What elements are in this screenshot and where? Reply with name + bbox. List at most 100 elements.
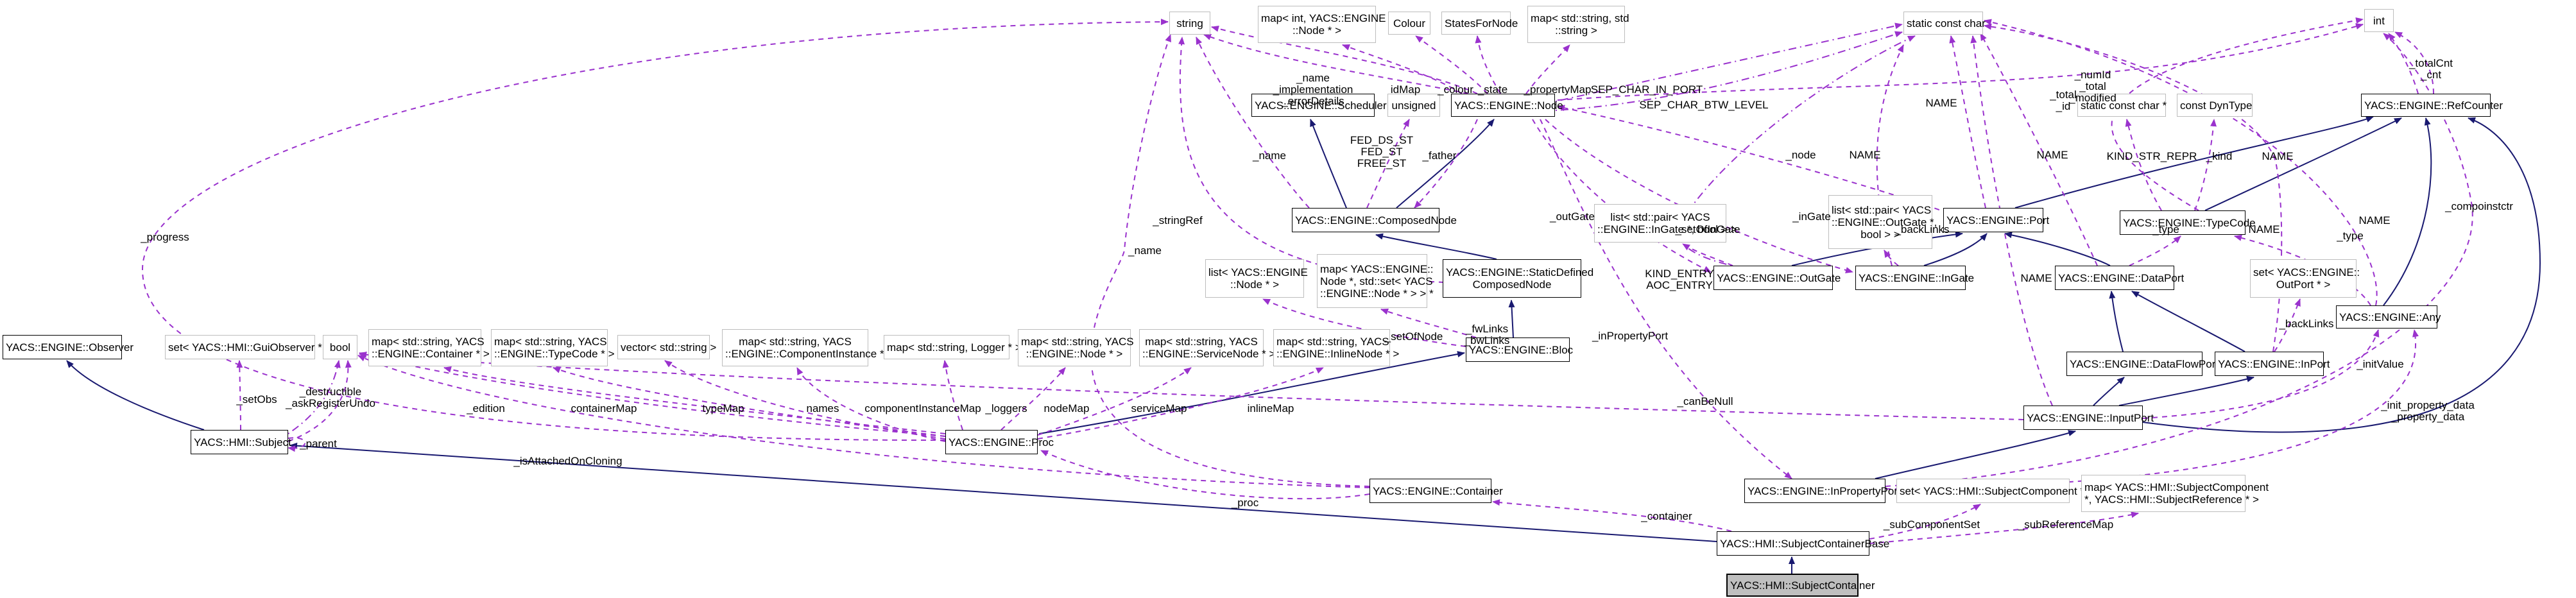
class-box-label: const DynType (2180, 99, 2253, 112)
class-box-label: map< std::string, YACS (1145, 336, 1258, 348)
class-box-observer[interactable]: YACS::ENGINE::Observer (3, 335, 133, 359)
class-box-map-container: map< std::string, YACS::ENGINE::Containe… (368, 329, 490, 366)
class-box-set-subjcomp: set< YACS::HMI::SubjectComponent * > (1896, 479, 2094, 503)
class-box-out-gate[interactable]: YACS::ENGINE::OutGate (1713, 266, 1841, 290)
class-box-label: bool (329, 341, 351, 354)
edge-usage-30 (1414, 119, 1478, 209)
edge-label-NAME: NAME (1925, 97, 1957, 109)
edge-label-_kind: _kind (2206, 150, 2233, 162)
class-box-label: map< YACS::HMI::SubjectComponent (2084, 481, 2269, 493)
edge-label-_fwLinks-_bwLinks: _fwLinks_bwLinks (1464, 323, 1510, 346)
class-box-label: YACS::HMI::Subject (194, 436, 291, 448)
edge-label-_parent: _parent (300, 438, 337, 450)
edge-inheritance-1 (1396, 119, 1495, 209)
class-box-composed-node[interactable]: YACS::ENGINE::ComposedNode (1292, 208, 1457, 232)
class-box-label: Node *, std::set< YACS (1320, 275, 1433, 287)
class-box-ref-counter[interactable]: YACS::ENGINE::RefCounter (2361, 94, 2503, 117)
edge-inheritance-16 (66, 360, 205, 431)
edge-usage-39 (1980, 33, 2098, 266)
class-box-label: ::ENGINE::Container * > (372, 348, 490, 360)
class-box-in-gate[interactable]: YACS::ENGINE::InGate (1855, 266, 1975, 290)
edge-usage-46 (1682, 243, 1733, 266)
class-box-subject-container-base[interactable]: YACS::HMI::SubjectContainerBase (1717, 531, 1889, 556)
class-box-label: map< std::string, YACS (1276, 336, 1389, 348)
class-box-any[interactable]: YACS::ENGINE::Any (2336, 305, 2441, 329)
class-box-map-servicenode: map< std::string, YACS::ENGINE::ServiceN… (1139, 329, 1275, 366)
class-box-vector-string: vector< std::string > (617, 335, 716, 359)
class-box-type-code[interactable]: YACS::ENGINE::TypeCode (2120, 210, 2256, 235)
edge-label-_name: _name (1253, 150, 1286, 162)
class-box-label: YACS::ENGINE::InGate (1859, 271, 1975, 284)
edge-usage-37 (2194, 119, 2217, 211)
class-box-bloc[interactable]: YACS::ENGINE::Bloc (1466, 337, 1573, 362)
class-box-const-dyntype: const DynType (2177, 94, 2253, 117)
class-box-in-property-port[interactable]: YACS::ENGINE::InPropertyPort (1744, 479, 1901, 503)
edge-inheritance-5 (2204, 117, 2402, 211)
edge-usage-65 (1000, 367, 1066, 431)
edge-usage-71 (1090, 34, 1370, 487)
class-box-label: ::Node * > (1292, 24, 1342, 37)
edge-label-_type: _type (2337, 230, 2364, 242)
edge-inheritance-13 (2093, 377, 2125, 406)
class-box-label: YACS::ENGINE::Proc (949, 436, 1054, 448)
edge-inheritance-10 (2004, 232, 2111, 266)
class-box-label: ::ENGINE::OutGate *, (1832, 216, 1937, 228)
edge-usage-66 (1037, 367, 1192, 436)
class-box-colour: Colour (1388, 12, 1430, 35)
class-box-proc[interactable]: YACS::ENGINE::Proc (945, 430, 1054, 454)
edge-usage-dashdot-27 (1555, 31, 1903, 111)
class-box-scheduler[interactable]: YACS::ENGINE::Scheduler (1251, 94, 1387, 117)
edge-usage-32 (2388, 33, 2419, 94)
class-box-label: list< std::pair< YACS (1832, 203, 1932, 216)
class-box-map-logger: map< std::string, Logger * > (884, 335, 1022, 359)
edge-label-_colour: _colour (1438, 83, 1473, 96)
class-box-in-port[interactable]: YACS::ENGINE::InPort (2215, 352, 2330, 376)
class-box-label: bool > > (1860, 228, 1900, 241)
class-box-data-port[interactable]: YACS::ENGINE::DataPort (2055, 266, 2184, 290)
edge-label-NAME: NAME (2262, 150, 2294, 162)
class-box-label: YACS::ENGINE::Container (1373, 484, 1503, 497)
edge-label-_propertyMap: _propertyMap (1524, 83, 1592, 96)
edge-usage-dashdot-56 (288, 360, 341, 434)
class-box-label: ::Node * > (1230, 278, 1280, 291)
edge-usage-45 (1540, 119, 1792, 479)
class-box-label: YACS::ENGINE::Scheduler (1255, 99, 1387, 112)
edge-usage-70 (1178, 37, 1445, 283)
class-box-data-flow-port[interactable]: YACS::ENGINE::DataFlowPort (2066, 352, 2219, 376)
class-box-label: YACS::ENGINE::InputPort (2027, 411, 2154, 424)
class-box-label: YACS::ENGINE::InPort (2218, 357, 2330, 370)
edge-label-NAME: NAME (2020, 272, 2052, 284)
class-box-static-const-char: static const char (1903, 12, 1986, 35)
edge-inheritance-4 (1038, 351, 1465, 434)
class-box-label: map< int, YACS::ENGINE (1261, 12, 1386, 24)
edge-label-_backLinks: _backLinks (2279, 318, 2334, 330)
edge-usage-36 (2125, 119, 2162, 211)
edge-label-_father: _father (1422, 150, 1457, 162)
edge-label-_totalCnt-_cnt: _totalCnt_cnt (2409, 57, 2453, 81)
edge-usage-43 (1984, 23, 2283, 352)
edge-label-_backLinks: _backLinks (1894, 223, 1950, 235)
class-box-subject[interactable]: YACS::HMI::Subject (191, 430, 291, 454)
class-box-label: string (1176, 17, 1203, 30)
edge-label-_state: _state (1477, 83, 1508, 96)
edge-label-_subComponentSet: _subComponentSet (1883, 518, 1980, 531)
edge-label-_isAttachedOnCloning: _isAttachedOnCloning (513, 455, 623, 467)
class-box-label: ::ENGINE::InlineNode * > (1276, 348, 1400, 360)
class-box-node[interactable]: YACS::ENGINE::Node (1451, 94, 1563, 117)
edge-usage-51 (2142, 329, 2380, 419)
edge-label-_name-_implementation-_errorDetails: _name_implementation_errorDetails (1273, 72, 1353, 107)
edge-inheritance-19 (2142, 117, 2541, 433)
class-box-input-port[interactable]: YACS::ENGINE::InputPort (2023, 406, 2154, 430)
edge-label-names: names (806, 402, 839, 414)
class-box-label: YACS::ENGINE::OutGate (1717, 271, 1841, 284)
edge-label-_edition: _edition (467, 402, 505, 414)
edge-label-_init_property_data-_property_data: _init_property_data_property_data (2381, 399, 2475, 423)
class-box-container[interactable]: YACS::ENGINE::Container (1370, 479, 1503, 503)
edge-label-_proc: _proc (1231, 497, 1259, 509)
edge-inheritance-3 (1508, 300, 1515, 338)
edge-label-_container: _container (1641, 510, 1692, 522)
class-box-port[interactable]: YACS::ENGINE::Port (1943, 208, 2049, 232)
